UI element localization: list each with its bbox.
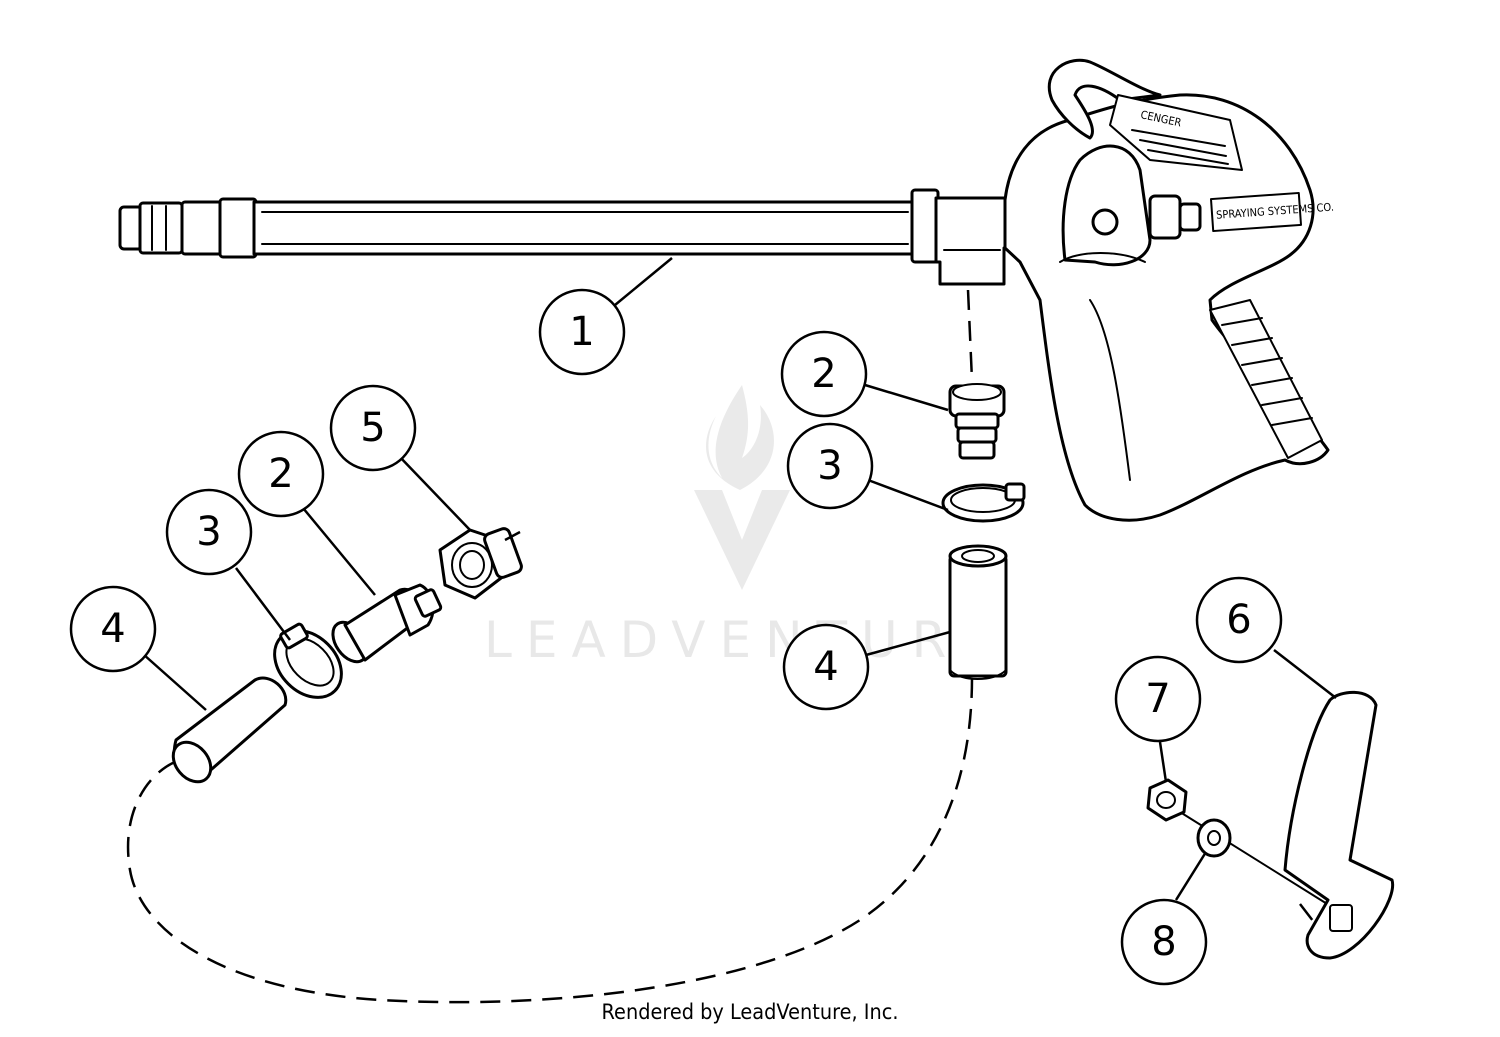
left-hose-section <box>171 676 288 784</box>
spray-gun-assembly: CENGER SPRAYING SYSTEMS CO. <box>118 58 1334 522</box>
left-hose-barb <box>331 583 443 664</box>
hose-path-dashed <box>126 677 974 1004</box>
watermark-text: LEADVENTURE <box>484 611 1006 669</box>
callout-number: 2 <box>811 351 836 397</box>
callout-number: 2 <box>268 451 293 497</box>
callout-2-left: 2 <box>237 430 325 518</box>
callout-number: 6 <box>1226 597 1251 643</box>
callout-number: 1 <box>569 309 594 355</box>
left-centerline <box>504 530 521 542</box>
lever-centerline-dashed <box>1299 903 1321 931</box>
flat-washer <box>1196 818 1232 858</box>
trigger-lever <box>1283 690 1395 960</box>
callout-number: 4 <box>813 644 838 690</box>
callout-4-middle: 4 <box>782 623 870 711</box>
barb-centerline <box>966 289 974 381</box>
lock-nut <box>1146 778 1188 822</box>
callout-number: 3 <box>817 443 842 489</box>
callout-4-left: 4 <box>69 585 157 673</box>
callout-1: 1 <box>538 288 626 376</box>
reducer-bushing <box>438 527 523 600</box>
callout-number: 4 <box>100 606 125 652</box>
callout-2-middle: 2 <box>780 330 868 418</box>
callout-3-middle: 3 <box>786 422 874 510</box>
left-hose-clamp <box>273 622 343 699</box>
callout-number: 5 <box>360 405 385 451</box>
middle-hose-clamp <box>941 482 1026 523</box>
callout-6: 6 <box>1195 576 1283 664</box>
middle-hose-barb <box>948 383 1006 460</box>
rendered-by-footer: Rendered by LeadVenture, Inc. <box>601 1000 899 1024</box>
callout-5: 5 <box>329 384 417 472</box>
middle-hose-section <box>948 544 1008 680</box>
callout-8: 8 <box>1120 898 1208 986</box>
callout-3-left: 3 <box>165 488 253 576</box>
leadventure-watermark: LEADVENTURE <box>484 385 1006 669</box>
callout-7: 7 <box>1114 655 1202 743</box>
callout-number: 8 <box>1151 919 1176 965</box>
callout-number: 7 <box>1145 676 1170 722</box>
leader-lines <box>142 257 1337 901</box>
callout-number: 3 <box>196 509 221 555</box>
